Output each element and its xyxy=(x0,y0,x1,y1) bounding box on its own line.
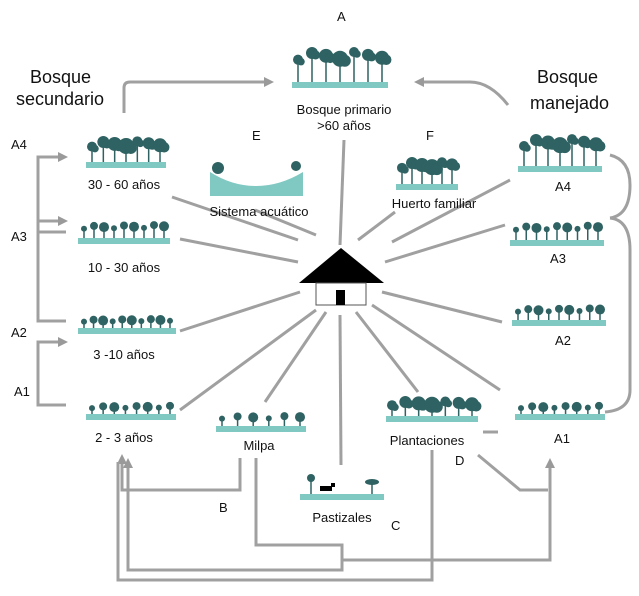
spoke-sec-a1 xyxy=(179,308,317,412)
label-aquatic-system: Sistema acuático xyxy=(209,204,309,219)
spoke-man-a4 xyxy=(391,178,511,244)
letter-b: B xyxy=(219,500,228,515)
managed-bracket-lower xyxy=(604,216,632,414)
flow-to-managed-a1 xyxy=(342,458,555,562)
primary-forest-line2: >60 años xyxy=(317,118,371,133)
icon-sec-forest-a1 xyxy=(86,401,176,420)
letter-a: A xyxy=(337,9,346,24)
flow-plantations-d xyxy=(477,453,548,492)
spoke-garden xyxy=(357,210,396,242)
icon-milpa xyxy=(216,412,306,432)
icon-man-forest-a1 xyxy=(515,401,605,420)
title-left-line2: secundario xyxy=(16,89,105,109)
icon-man-forest-a3 xyxy=(510,221,604,246)
spoke-sec-a4 xyxy=(171,195,299,242)
spoke-milpa xyxy=(263,311,328,403)
title-left-line1: Bosque xyxy=(30,67,92,87)
succession-a1-a2 xyxy=(36,337,68,407)
icon-home-garden xyxy=(396,156,461,190)
house-icon xyxy=(299,248,384,306)
label-pasture: Pastizales xyxy=(312,510,372,525)
spoke-primary xyxy=(338,139,346,246)
spoke-sec-a2 xyxy=(179,290,301,333)
managed-code-a4: A4 xyxy=(555,179,571,194)
sec-label-a2: 3 -10 años xyxy=(93,347,155,362)
spoke-pasture xyxy=(338,314,343,466)
flow-pasture-return xyxy=(123,458,344,572)
sec-label-a3: 10 - 30 años xyxy=(87,260,161,275)
label-home-garden: Huerto familiar xyxy=(391,196,477,211)
sec-label-a1: 2 - 3 años xyxy=(95,430,153,445)
arrow-secondary-to-primary xyxy=(122,77,274,113)
managed-code-a1: A1 xyxy=(554,431,570,446)
icon-man-forest-a4 xyxy=(518,133,606,172)
flow-plantations-return xyxy=(116,450,434,582)
managed-code-a2: A2 xyxy=(555,333,571,348)
sec-code-a4: A4 xyxy=(11,137,27,152)
letter-f: F xyxy=(426,128,434,143)
sec-code-a2: A2 xyxy=(11,325,27,340)
letter-e: E xyxy=(252,128,261,143)
letter-c: C xyxy=(391,518,401,533)
succession-a3-a4 xyxy=(36,152,68,234)
spoke-aquatic xyxy=(254,208,317,237)
sec-code-a3: A3 xyxy=(11,229,27,244)
icon-sec-forest-a4 xyxy=(86,135,170,168)
spoke-man-a2 xyxy=(381,290,503,324)
sec-label-a4: 30 - 60 años xyxy=(87,177,161,192)
icon-aquatic-system xyxy=(210,161,303,196)
spoke-plantations xyxy=(354,311,420,393)
icon-pasture xyxy=(300,474,384,500)
title-right-line1: Bosque xyxy=(537,67,599,87)
primary-forest-line1: Bosque primario xyxy=(296,102,392,117)
managed-bracket-upper xyxy=(609,153,632,220)
icon-plantations xyxy=(386,395,482,422)
succession-a2-a3 xyxy=(36,216,68,323)
label-plantations: Plantaciones xyxy=(389,433,465,448)
arrow-managed-to-primary xyxy=(414,77,510,106)
icon-man-forest-a2 xyxy=(512,304,606,326)
spoke-sec-a3 xyxy=(179,237,299,264)
letter-d: D xyxy=(455,453,465,468)
icon-sec-forest-a3 xyxy=(78,221,170,244)
label-milpa: Milpa xyxy=(243,438,275,453)
title-right-line2: manejado xyxy=(530,93,610,113)
flow-milpa-return xyxy=(117,454,242,492)
icon-primary-forest xyxy=(292,46,392,88)
spoke-man-a3 xyxy=(384,223,506,264)
icon-sec-forest-a2 xyxy=(78,314,176,334)
spoke-man-a1 xyxy=(371,303,501,392)
sec-code-a1: A1 xyxy=(14,384,30,399)
managed-code-a3: A3 xyxy=(550,251,566,266)
